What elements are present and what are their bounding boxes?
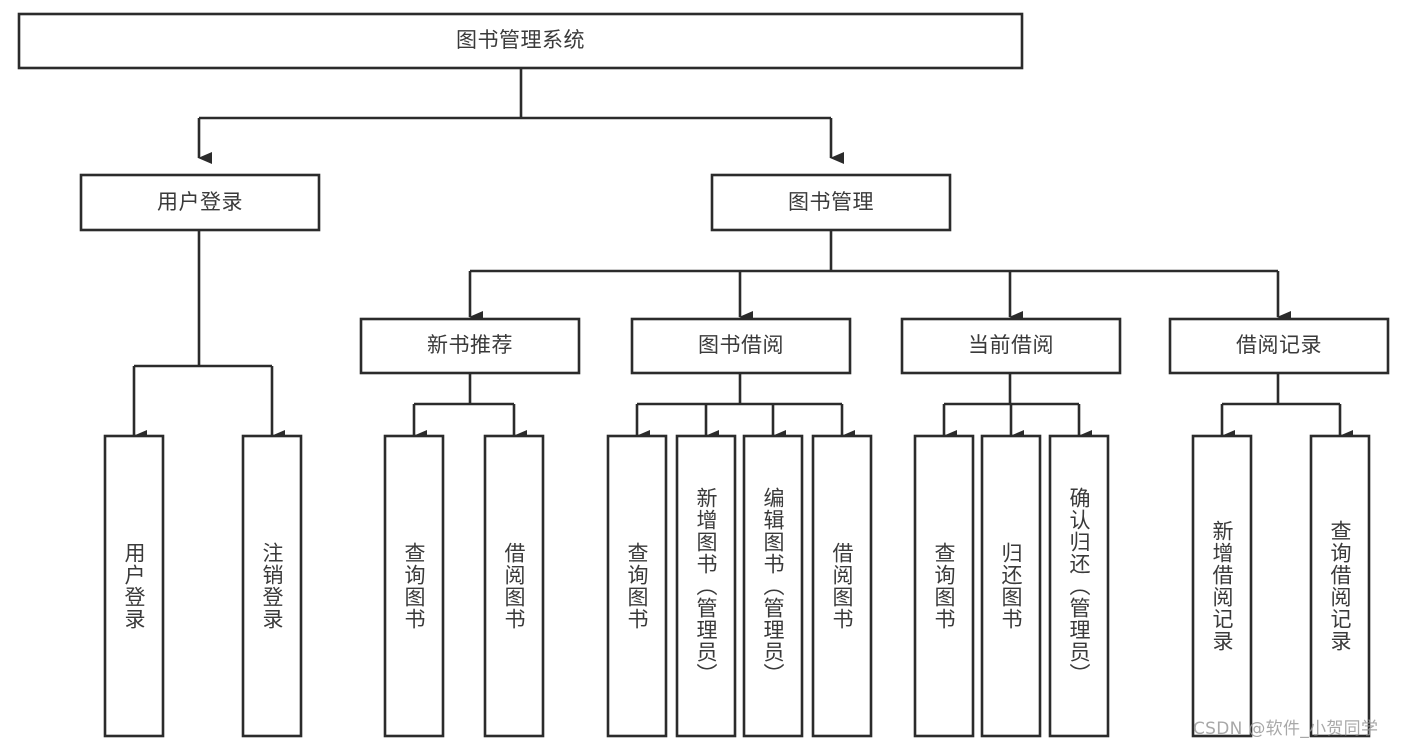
node-book-manage[interactable] <box>710 173 952 232</box>
node-new-book-rec[interactable] <box>359 317 581 375</box>
node-leaf-return-book[interactable] <box>980 434 1042 738</box>
node-current-borrow[interactable] <box>900 317 1122 375</box>
node-leaf-logout[interactable] <box>241 434 303 738</box>
node-leaf-add-book[interactable] <box>675 434 737 738</box>
node-leaf-add-record[interactable] <box>1191 434 1253 738</box>
node-leaf-query-record[interactable] <box>1309 434 1371 738</box>
node-leaf-borrow-book-1[interactable] <box>483 434 545 738</box>
csdn-watermark: CSDN @软件_小贺同学 <box>1193 719 1379 739</box>
node-borrow-record[interactable] <box>1168 317 1390 375</box>
node-leaf-query-book-2[interactable] <box>606 434 668 738</box>
node-user-login[interactable] <box>79 173 321 232</box>
node-root[interactable] <box>17 12 1024 70</box>
node-leaf-user-login[interactable] <box>103 434 165 738</box>
node-book-borrow[interactable] <box>630 317 852 375</box>
node-leaf-query-book-1[interactable] <box>383 434 445 738</box>
node-leaf-confirm-return[interactable] <box>1048 434 1110 738</box>
node-leaf-edit-book[interactable] <box>742 434 804 738</box>
node-leaf-borrow-book-2[interactable] <box>811 434 873 738</box>
node-leaf-query-book-3[interactable] <box>913 434 975 738</box>
